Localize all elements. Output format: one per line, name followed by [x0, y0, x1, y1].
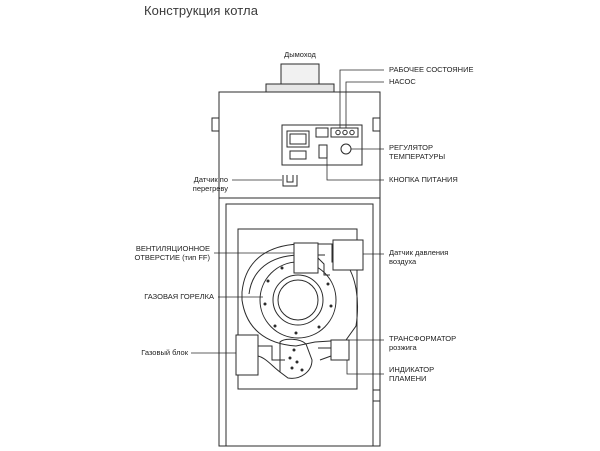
overheat-sensor-part: [282, 175, 298, 187]
label-temperature-regulator: РЕГУЛЯТОР ТЕМПЕРАТУРЫ: [389, 143, 446, 161]
control-panel: [281, 124, 363, 166]
label-overheat-sensor: Датчик по перегреву: [192, 175, 228, 193]
combustion-chamber: [235, 228, 364, 390]
chimney-pipe: [265, 63, 335, 93]
label-flame-indicator: ИНДИКАТОР ПЛАМЕНИ: [389, 365, 435, 383]
label-chimney: Дымоход: [284, 50, 316, 59]
label-gas-burner: ГАЗОВАЯ ГОРЕЛКА: [144, 292, 214, 301]
label-working-state: РАБОЧЕЕ СОСТОЯНИЕ: [389, 65, 474, 74]
page-title: Конструкция котла: [144, 3, 259, 18]
label-air-pressure-sensor: Датчик давления воздуха: [389, 248, 449, 266]
leader-lines: [191, 69, 384, 375]
label-ventilation-opening: ВЕНТИЛЯЦИОННОЕ ОТВЕРСТИЕ (тип FF): [134, 244, 211, 262]
burner-holes: [263, 264, 333, 335]
label-ignition-transformer: ТРАНСФОРМАТОР розжига: [389, 334, 457, 352]
label-pump: НАСОС: [389, 77, 416, 86]
label-power-button: КНОПКА ПИТАНИЯ: [389, 175, 458, 184]
label-gas-block: Газовый блок: [141, 348, 188, 357]
